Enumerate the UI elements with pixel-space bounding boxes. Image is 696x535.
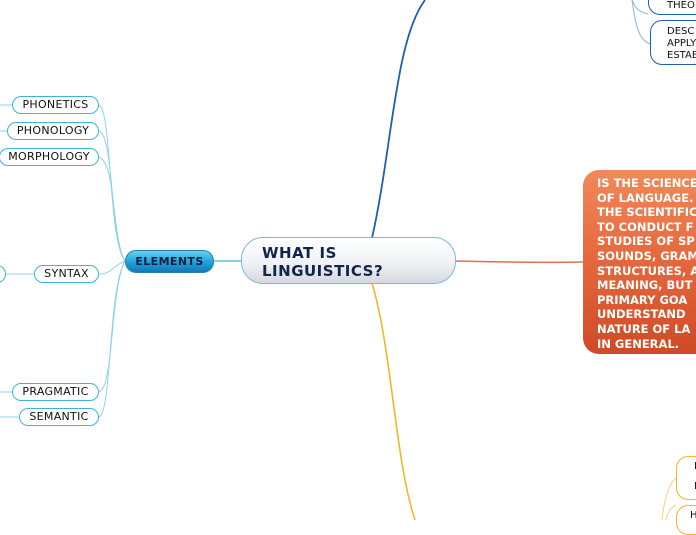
definition-line: SOUNDS, GRAM xyxy=(597,248,696,263)
central-topic[interactable]: WHAT IS LINGUISTICS? xyxy=(241,237,456,284)
central-topic-line1: WHAT IS xyxy=(262,244,337,262)
syntax-node[interactable]: SYNTAX xyxy=(34,265,99,283)
connector-definition xyxy=(455,260,585,264)
phonetics-node[interactable]: PHONETICS xyxy=(12,96,99,114)
description-line2: APPLY xyxy=(667,38,696,49)
description-node[interactable]: DESC APPLY ESTAB xyxy=(650,20,696,65)
connector-top-sub2 xyxy=(631,0,651,45)
bottom-node-1-line1: I xyxy=(694,461,696,473)
connector-morphology xyxy=(98,156,126,262)
connector-syntax xyxy=(98,260,126,275)
definition-line: TO CONDUCT F xyxy=(597,219,694,234)
bottom-node-1[interactable]: I I xyxy=(676,456,696,500)
definition-line: IS THE SCIENCE xyxy=(597,176,696,190)
connector-bottom-branch xyxy=(371,282,416,520)
definition-line: MEANING, BUT xyxy=(597,278,693,293)
definition-line: STUDIES OF SP xyxy=(597,234,695,249)
description-line1: DESC xyxy=(667,26,695,37)
definition-line: STRUCTURES, A xyxy=(597,263,696,278)
bottom-node-2-label: H xyxy=(690,510,696,522)
connector-phonetics xyxy=(98,104,126,262)
theory-node[interactable]: THEO xyxy=(648,0,696,15)
elements-node[interactable]: ELEMENTS xyxy=(125,250,214,273)
pragmatic-node[interactable]: PRAGMATIC xyxy=(12,383,99,401)
semantic-node[interactable]: SEMANTIC xyxy=(19,408,99,426)
bottom-node-1-line2: I xyxy=(694,481,696,493)
phonology-node[interactable]: PHONOLOGY xyxy=(7,122,99,140)
central-topic-line2: LINGUISTICS? xyxy=(262,262,384,280)
description-line3: ESTAB xyxy=(667,50,696,61)
connector-bottom-sub1 xyxy=(661,477,677,520)
connector-top-sub1 xyxy=(631,0,649,15)
definition-line: THE SCIENTIFIC xyxy=(597,205,696,220)
definition-line: NATURE OF LA xyxy=(597,321,691,336)
definition-line: PRIMARY GOA xyxy=(597,292,688,307)
bottom-node-2[interactable]: H xyxy=(676,505,696,535)
connector-lines xyxy=(0,0,677,520)
definition-node[interactable]: IS THE SCIENCE OF LANGUAGE. THE SCIENTIF… xyxy=(583,170,696,354)
connector-top-branch xyxy=(371,0,426,239)
connector-bottom-sub2 xyxy=(665,504,677,520)
theory-label: THEO xyxy=(667,0,695,11)
morphology-node[interactable]: MORPHOLOGY xyxy=(0,148,99,166)
definition-line: IN GENERAL. xyxy=(597,336,680,351)
connector-semantic xyxy=(98,260,126,418)
definition-line: UNDERSTAND xyxy=(597,307,686,322)
definition-line: OF LANGUAGE. xyxy=(597,190,694,205)
